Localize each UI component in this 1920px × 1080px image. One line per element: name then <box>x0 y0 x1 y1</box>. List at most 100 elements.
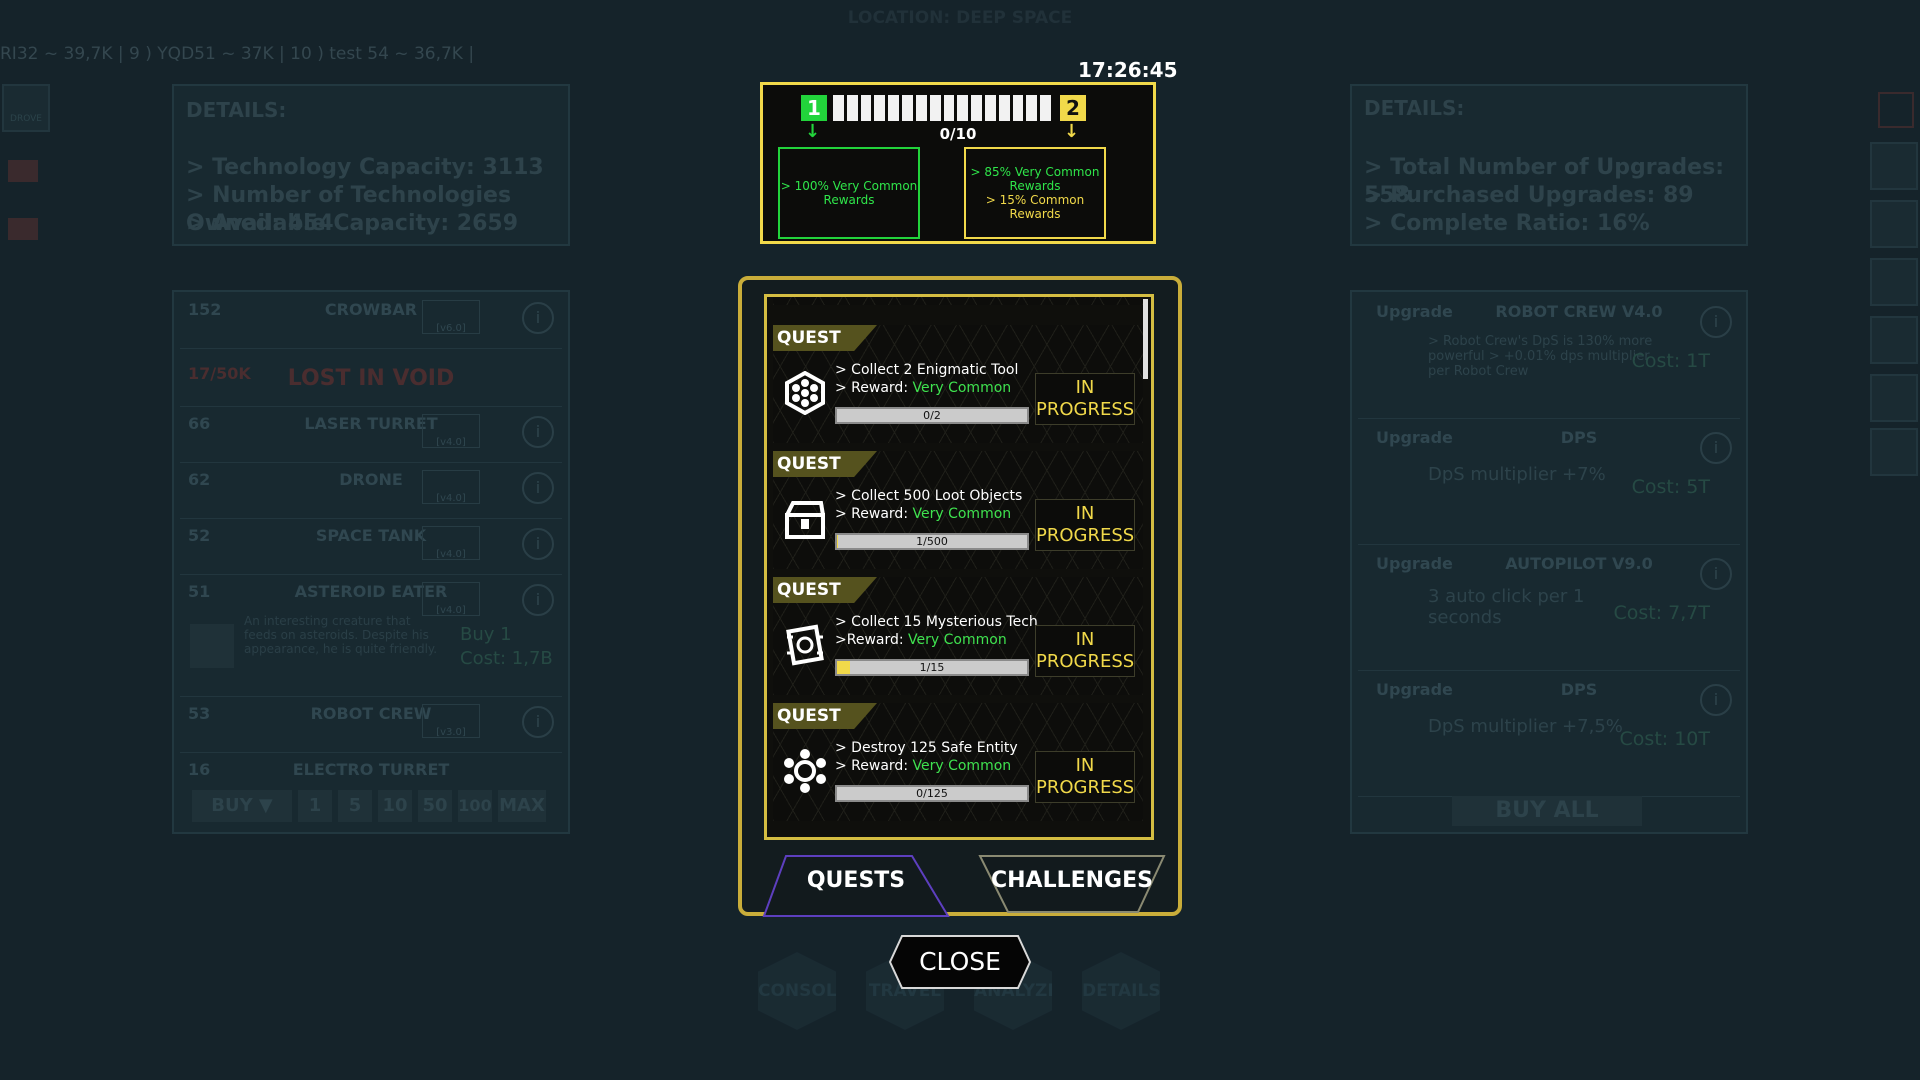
info-icon[interactable]: i <box>1700 432 1732 464</box>
scroll-icon[interactable] <box>1870 200 1918 248</box>
tech-row-version[interactable]: [v4.0] <box>422 526 480 560</box>
upgrade-row-cost[interactable]: Cost: 1T <box>1631 350 1710 372</box>
quest-progress-bar: 0/125 <box>835 785 1029 802</box>
tower-icon[interactable] <box>1870 374 1918 422</box>
asteroid-eater-description: An interesting creature that feeds on as… <box>244 614 438 656</box>
tech-row[interactable]: 52 SPACE TANK [v4.0] i <box>180 520 562 575</box>
tech-row[interactable]: 51 ASTEROID EATER [v4.0] i An interestin… <box>180 576 562 697</box>
tech-row[interactable]: 66 LASER TURRET [v4.0] i <box>180 408 562 463</box>
info-icon[interactable]: i <box>522 528 554 560</box>
buy-amount-row: BUY ▼ 1 5 10 50 100 MAX <box>192 790 546 822</box>
upgrade-row-cost[interactable]: Cost: 5T <box>1631 476 1710 498</box>
buy-amount-1[interactable]: 1 <box>298 790 332 822</box>
quest-list-scrollbar[interactable] <box>1143 299 1148 379</box>
tier-progress-segment <box>929 95 941 121</box>
upgrade-row[interactable]: Upgrade DPS DpS multiplier +7% Cost: 5T … <box>1358 420 1740 545</box>
tier-progress-segment <box>957 95 969 121</box>
info-icon[interactable]: i <box>522 706 554 738</box>
buy-amount-50[interactable]: 50 <box>418 790 452 822</box>
quest-reward-value: Very Common <box>912 380 1012 396</box>
info-icon[interactable]: i <box>522 472 554 504</box>
buy-amount-5[interactable]: 5 <box>338 790 372 822</box>
tech-row[interactable]: 62 DRONE [v4.0] i <box>180 464 562 519</box>
red-tool-icon[interactable] <box>8 218 38 240</box>
quest-reward-value: Very Common <box>912 758 1012 774</box>
quest-list[interactable]: QUEST > Collect 2 Enigmatic Tool > Rewar… <box>764 294 1154 840</box>
tier1-rewards-box: > 100% Very Common Rewards <box>778 147 920 239</box>
info-icon[interactable]: i <box>1700 306 1732 338</box>
monitor-icon[interactable] <box>1870 258 1918 306</box>
upgrade-row-cost[interactable]: Cost: 7,7T <box>1613 602 1710 624</box>
lost-value: 17/50K <box>188 364 251 383</box>
upgrade-row-name: DPS <box>1560 428 1598 447</box>
quest-progress-text: 0/125 <box>916 787 948 800</box>
quest-status-badge: IN PROGRESS <box>1035 751 1135 803</box>
tier-start-badge: 1 <box>801 95 827 121</box>
asteroid-eater-icon <box>190 624 234 668</box>
robot-icon[interactable] <box>1870 316 1918 364</box>
red-gear-icon[interactable] <box>8 160 38 182</box>
upgrade-row[interactable]: Upgrade DPS DpS multiplier +7,5% Cost: 1… <box>1358 672 1740 797</box>
portal-icon[interactable] <box>1870 428 1918 476</box>
tech-row-version[interactable]: [v6.0] <box>422 300 480 334</box>
tech-row-version[interactable]: [v4.0] <box>422 582 480 616</box>
tech-row-version[interactable]: [v4.0] <box>422 414 480 448</box>
info-icon[interactable]: i <box>522 416 554 448</box>
upgrade-row-name: DPS <box>1560 680 1598 699</box>
quest-tag: QUEST <box>773 703 877 729</box>
buy-all-button[interactable]: BUY ALL <box>1452 796 1642 826</box>
tech-row-version[interactable]: [v4.0] <box>422 470 480 504</box>
upgrade-row-label: Upgrade <box>1376 680 1453 699</box>
tier-progress-segment <box>902 95 913 121</box>
tier-progress-segment <box>1012 95 1024 121</box>
close-button-label: CLOSE <box>919 947 1001 976</box>
tier-progress-panel: 1 2 0/10 ↓ ↓ > 100% Very Common Rewards … <box>760 82 1156 244</box>
buy-amount-100[interactable]: 100 <box>458 790 492 822</box>
close-button[interactable]: CLOSE <box>888 934 1032 990</box>
buy-amount-max[interactable]: MAX <box>498 790 546 822</box>
upgrade-row-description: 3 auto click per 1 seconds <box>1428 586 1585 628</box>
tier-progress-segment <box>915 95 927 121</box>
tier2-rewards-box: > 85% Very Common Rewards > 15% Common R… <box>964 147 1106 239</box>
upgrade-row[interactable]: Upgrade AUTOPILOT V9.0 3 auto click per … <box>1358 546 1740 671</box>
tier-progress-segment <box>874 95 886 121</box>
tech-row[interactable]: 152 CROWBAR [v6.0] i <box>180 294 562 349</box>
close-x-icon[interactable] <box>1878 92 1914 128</box>
info-icon[interactable]: i <box>1700 684 1732 716</box>
quest-status-line1: IN <box>1075 503 1095 524</box>
tech-row[interactable]: 16 ELECTRO TURRET <box>180 754 562 784</box>
tech-row-version[interactable]: [v3.0] <box>422 704 480 738</box>
quest-status-line1: IN <box>1075 377 1095 398</box>
tier-progress-segment <box>888 95 900 121</box>
quest-card: QUEST > Collect 2 Enigmatic Tool > Rewar… <box>773 325 1143 443</box>
tab-quests[interactable]: QUESTS <box>762 854 950 917</box>
info-icon[interactable]: i <box>522 302 554 334</box>
available-capacity: > Available Capacity: 2659 <box>186 211 519 236</box>
upgrade-row-label: Upgrade <box>1376 302 1453 321</box>
nav-details[interactable]: DETAILS <box>1082 952 1160 1030</box>
quest-card: QUEST > Collect 15 Mysterious Tech >Rewa… <box>773 577 1143 695</box>
quest-reward-prefix: > Reward: <box>835 758 913 774</box>
buy-amount-10[interactable]: 10 <box>378 790 412 822</box>
upgrade-row-cost[interactable]: Cost: 10T <box>1619 728 1710 750</box>
upgrade-row-description: DpS multiplier +7% <box>1428 464 1606 485</box>
tech-row[interactable]: 53 ROBOT CREW [v3.0] i <box>180 698 562 753</box>
quest-text: > Destroy 125 Safe Entity > Reward: Very… <box>835 739 1018 775</box>
tab-challenges[interactable]: CHALLENGES <box>978 854 1166 913</box>
tech-row-count: 62 <box>188 470 211 489</box>
buy-dropdown[interactable]: BUY ▼ <box>192 790 292 822</box>
purchased-upgrades: > Purchased Upgrades: 89 <box>1364 183 1694 208</box>
nav-console[interactable]: CONSOLE <box>758 952 836 1030</box>
info-icon[interactable]: i <box>1700 558 1732 590</box>
info-icon[interactable]: i <box>522 584 554 616</box>
settings-gear-icon[interactable] <box>1870 142 1918 190</box>
close-button-frame <box>888 935 1032 989</box>
quest-status-line2: PROGRESS <box>1036 777 1135 798</box>
asteroid-cost-label: Cost: 1,7B <box>460 648 553 669</box>
upgrade-row[interactable]: Upgrade ROBOT CREW V4.0 > Robot Crew's D… <box>1358 294 1740 419</box>
drone-tool-icon[interactable]: DROVE <box>2 84 50 132</box>
quest-tag: QUEST <box>773 577 877 603</box>
quest-reward-prefix: > Reward: <box>835 506 913 522</box>
tier-progress-segment <box>998 95 1010 121</box>
leaderboard-ticker: RI32 ~ 39,7K | 9 ) YQD51 ~ 37K | 10 ) te… <box>0 44 475 64</box>
